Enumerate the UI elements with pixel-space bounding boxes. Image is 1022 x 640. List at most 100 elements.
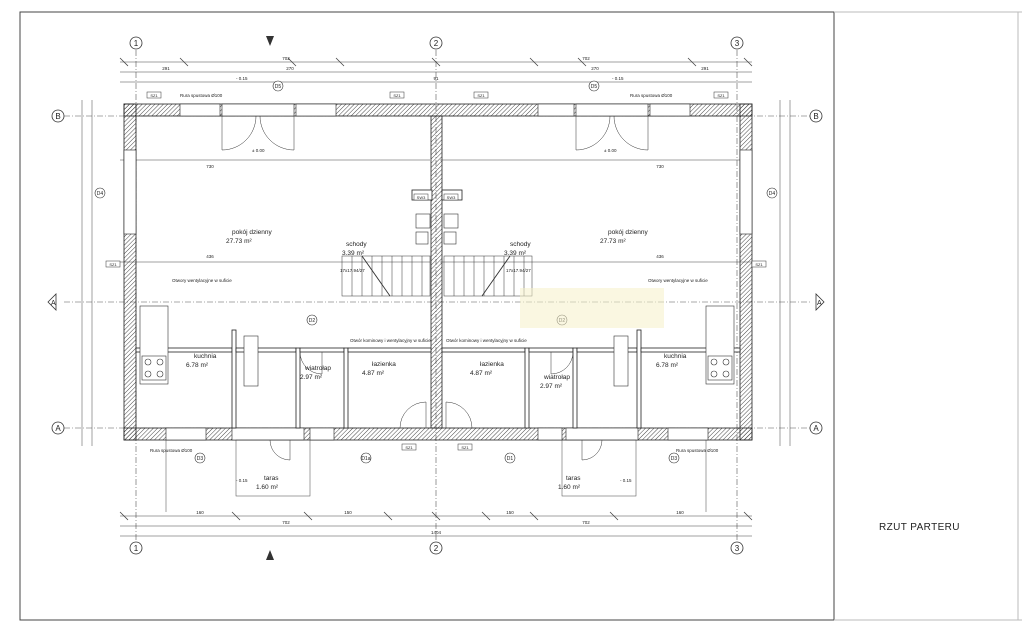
internal-walls — [135, 189, 741, 429]
dimension-labels: 291 270 270 291 702 702 91 702 702 1404 … — [162, 56, 709, 535]
section-a-right-label: A — [817, 300, 822, 307]
axis-a-left: A — [55, 424, 61, 433]
note-chimney-left: Otwór kominowy i wentylacyjny w suficie — [350, 338, 431, 343]
dim-bottom-4: 160 — [676, 510, 684, 515]
left-kitchen-area: 6.78 m² — [186, 362, 209, 369]
dim-mid-right: 436 — [656, 254, 664, 259]
note-level-left: ± 0.00 — [252, 148, 265, 153]
section-markers: A A — [47, 36, 825, 560]
note-level-ext-top-right: - 0.15 — [612, 76, 624, 81]
note-vent-left: Otwory wentylacyjne w suficie — [172, 278, 232, 283]
left-stairs-area: 3.39 m² — [342, 250, 365, 257]
dim-mid-left: 436 — [206, 254, 214, 259]
axis-b-left: B — [55, 112, 60, 121]
tag-d5-left: D5 — [275, 84, 282, 90]
right-stairs-area: 3.39 m² — [504, 250, 527, 257]
dimension-ticks — [119, 57, 753, 521]
terraces — [165, 439, 707, 512]
note-drainpipe-top-left: Rura spustowa Ø100 — [180, 93, 223, 98]
dim-top-4: 291 — [701, 66, 709, 71]
right-terrace-name: taras — [566, 475, 581, 482]
tag-sz-2: SZ1 — [393, 93, 401, 98]
kitchen-fixtures — [139, 213, 735, 387]
tag-sz-3: SZ1 — [477, 93, 485, 98]
left-vestibule-area: 2.97 m² — [300, 374, 323, 381]
note-level-ext-bottom-right: - 0.15 — [620, 478, 632, 483]
axis-2-bottom: 2 — [434, 544, 439, 553]
sheet-title: RZUT PARTERU — [879, 522, 960, 533]
right-kitchen-name: kuchnia — [664, 353, 687, 360]
tag-d2-left: D2 — [309, 318, 316, 324]
note-level-ext-top-left: - 0.15 — [236, 76, 248, 81]
note-vent-right: Otwory wentylacyjne w suficie — [648, 278, 708, 283]
tag-d3-left: D3 — [197, 456, 204, 462]
right-kitchen-area: 6.78 m² — [656, 362, 679, 369]
left-living-area: 27.73 m² — [226, 238, 252, 245]
external-walls — [123, 103, 753, 441]
dim-top-2: 270 — [286, 66, 294, 71]
note-stair-right: 17x17.94/27 — [506, 268, 531, 273]
axis-2-top: 2 — [434, 39, 439, 48]
right-bath-name: łazienka — [480, 361, 504, 368]
dim-bottom-2: 150 — [344, 510, 352, 515]
left-bath-name: łazienka — [372, 361, 396, 368]
right-terrace-area: 1.60 m² — [558, 484, 581, 491]
right-living-name: pokój dzienny — [608, 229, 648, 236]
tag-d4-left: D4 — [97, 191, 104, 197]
dim-top-3: 270 — [591, 66, 599, 71]
party-wall — [430, 115, 443, 429]
note-drainpipe-bottom-left: Rura spustowa Ø100 — [150, 448, 193, 453]
right-stairs-name: schody — [510, 241, 531, 248]
dim-top-center: 91 — [433, 76, 439, 81]
axis-3-bottom: 3 — [735, 544, 740, 553]
room-labels: pokój dzienny 27.73 m² pokój dzienny 27.… — [186, 229, 687, 491]
axis-a-right: A — [813, 424, 819, 433]
tag-sz-8: SZ1 — [461, 445, 469, 450]
note-drainpipe-bottom-right: Rura spustowa Ø100 — [676, 448, 719, 453]
left-stairs-name: schody — [346, 241, 367, 248]
stairs — [341, 255, 533, 297]
note-stair-left: 17x17.94/27 — [340, 268, 365, 273]
left-living-name: pokój dzienny — [232, 229, 272, 236]
tag-d1a: D1a — [361, 456, 370, 462]
watermark-logo — [520, 288, 664, 328]
section-a-left-label: A — [51, 300, 56, 307]
tag-sz-7: SZ1 — [405, 445, 413, 450]
tag-sw-right: SW3 — [447, 195, 456, 200]
tag-d1: D1 — [507, 456, 514, 462]
tag-sz-6: SZ1 — [755, 262, 763, 267]
dim-top-1: 291 — [162, 66, 170, 71]
left-vestibule-name: wiatrołap — [304, 365, 331, 372]
dim-top-half-left: 702 — [282, 56, 290, 61]
note-chimney-right: Otwór kominowy i wentylacyjny w suficie — [446, 338, 527, 343]
dim-bottom-overall: 1404 — [431, 530, 442, 535]
left-terrace-area: 1.60 m² — [256, 484, 279, 491]
dim-bottom-half-left: 702 — [282, 520, 290, 525]
tag-sz-4: SZ1 — [717, 93, 725, 98]
tag-sz-5: SZ1 — [109, 262, 117, 267]
dimension-lines — [81, 61, 791, 537]
axis-bubbles: 1 2 3 1 2 3 B B A A — [51, 36, 823, 555]
tag-d3-right: D3 — [671, 456, 678, 462]
tag-d4-right: D4 — [769, 191, 776, 197]
dim-bottom-half-right: 702 — [582, 520, 590, 525]
dim-top-half-right: 702 — [582, 56, 590, 61]
door-swings — [221, 115, 649, 461]
right-vestibule-area: 2.97 m² — [540, 383, 563, 390]
axis-1-top: 1 — [134, 39, 139, 48]
tag-sw-left: SW3 — [417, 195, 426, 200]
right-bath-area: 4.87 m² — [470, 370, 493, 377]
dim-upper-right: 730 — [656, 164, 664, 169]
axis-3-top: 3 — [735, 39, 740, 48]
note-drainpipe-top-right: Rura spustowa Ø100 — [630, 93, 673, 98]
left-bath-area: 4.87 m² — [362, 370, 385, 377]
dim-bottom-3: 150 — [506, 510, 514, 515]
right-vestibule-name: wiatrołap — [543, 374, 570, 381]
axis-1-bottom: 1 — [134, 544, 139, 553]
dim-upper-left: 730 — [206, 164, 214, 169]
dim-bottom-1: 160 — [196, 510, 204, 515]
tag-d5-right: D5 — [591, 84, 598, 90]
annotations: Rura spustowa Ø100 Rura spustowa Ø100 Ru… — [150, 76, 719, 483]
axis-b-right: B — [813, 112, 818, 121]
